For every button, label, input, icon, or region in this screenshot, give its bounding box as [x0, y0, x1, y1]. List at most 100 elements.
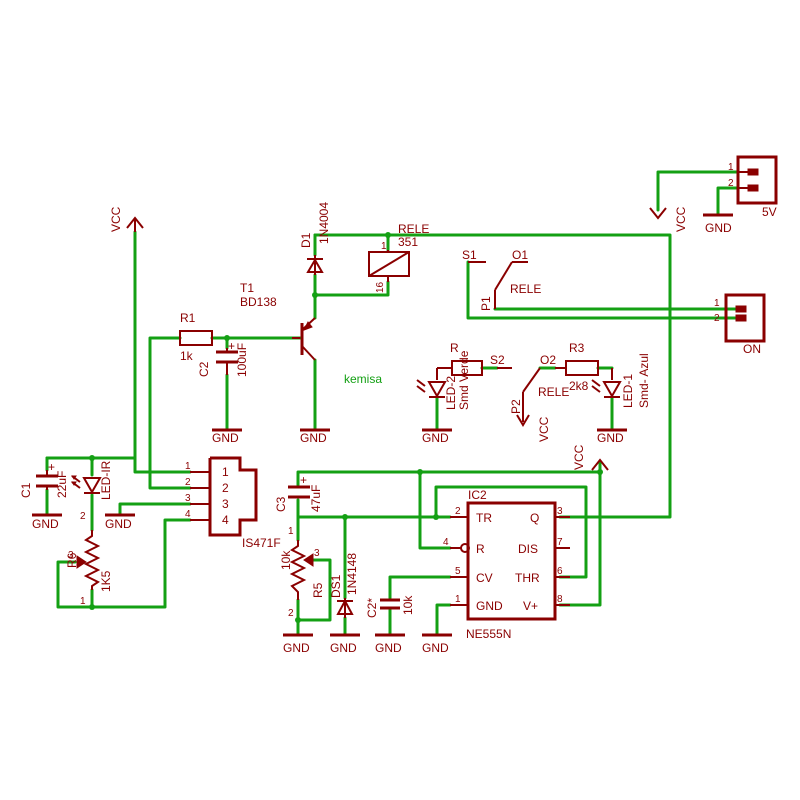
r1-label: R1: [180, 311, 196, 325]
is471-pin3: 3: [185, 493, 191, 504]
r-led2-label: R: [450, 341, 459, 355]
pin-r: R: [476, 542, 485, 556]
junctions: [89, 232, 603, 623]
wire-r6-ic-pin4: [90, 518, 192, 609]
led-ir-pin2: 2: [80, 511, 86, 522]
o2-label: O2: [540, 353, 556, 367]
wire-ic-pin3-gnd: [118, 502, 192, 517]
wire-vcc-top: [313, 233, 672, 519]
pin-q: Q: [530, 511, 539, 525]
junction: [312, 292, 318, 298]
r6-label: R6: [65, 552, 79, 568]
rele-contact-label: RELE: [510, 282, 541, 296]
junction: [224, 335, 230, 341]
d1-value: 1N4004: [317, 202, 331, 244]
wire-on-pin2: [466, 260, 740, 320]
wire-5v-pin1: [656, 170, 740, 212]
led2-label: LED-2: [444, 376, 458, 410]
c3-value: 47uF: [309, 485, 323, 512]
led1-value: Smd- Azul: [637, 353, 651, 408]
rele-pin16: 16: [375, 281, 386, 293]
r5-pin3: 3: [314, 548, 320, 559]
conn-on-label: ON: [743, 342, 761, 356]
wire-5v-pin2: [716, 186, 740, 217]
led-2: [416, 368, 447, 399]
vcc-label-555: VCC: [572, 444, 586, 470]
vcc-arrow-555: [591, 458, 609, 471]
wire-vcc-left: [133, 230, 192, 474]
c2-value: 100uF: [235, 343, 249, 377]
c3-label: C3: [274, 496, 288, 512]
wire-r6-wiper: [56, 560, 94, 609]
t1-value: BD138: [240, 295, 277, 309]
r3-value: 2k8: [569, 379, 589, 393]
relay-coil-slash: [368, 251, 410, 277]
vcc-arrow-left: [126, 216, 144, 232]
s1-label: S1: [462, 248, 477, 262]
relay-contact-1: [468, 261, 528, 309]
t1-label: T1: [240, 281, 254, 295]
gnd-5v: GND: [705, 221, 732, 235]
potentiometer-r5: [289, 540, 314, 600]
gnd-r5: GND: [283, 641, 310, 655]
r1-value: 1k: [180, 349, 194, 363]
o1-label: O1: [512, 248, 528, 262]
junction: [597, 469, 603, 475]
ic-is471f: [190, 456, 258, 537]
junction: [417, 469, 423, 475]
rele-pin1: 1: [381, 241, 387, 252]
pin-vplus: V+: [523, 599, 538, 613]
is471-inner-2: 2: [222, 481, 229, 495]
junction: [385, 232, 391, 238]
rele-value: 351: [398, 235, 418, 249]
gnd-ds1: GND: [330, 641, 357, 655]
led-ir-label: LED-IR: [99, 460, 113, 500]
pin-cv: CV: [476, 571, 493, 585]
diode-d1: [306, 255, 324, 275]
is471-pin4: 4: [185, 509, 191, 520]
pin-thr: THR: [515, 571, 540, 585]
vcc-label-p2: VCC: [537, 416, 551, 442]
connector-5v: [736, 155, 778, 205]
conn-5v-pin1: 1: [728, 162, 734, 173]
r3-label: R3: [569, 341, 585, 355]
junction: [433, 514, 439, 520]
gnd-c1: GND: [32, 517, 59, 531]
is471-pin2: 2: [185, 477, 191, 488]
r5-value: 10k: [279, 550, 293, 570]
ds1-label: DS1: [329, 574, 343, 598]
conn-on-pin1: 1: [714, 298, 720, 309]
is471-inner-3: 3: [222, 497, 229, 511]
c2-plus: +: [228, 339, 235, 353]
r6-value: 1K5: [99, 570, 113, 592]
ne555-pin6: 6: [557, 566, 563, 577]
wire-r5-wiper: [296, 558, 332, 622]
led2-value: Smd Verde: [457, 350, 471, 410]
rele-contact2-label: RELE: [538, 385, 569, 399]
wire-thr-loop: [434, 485, 588, 579]
led-ir: [71, 475, 102, 495]
c1-label: C1: [19, 482, 33, 498]
pin-tr: TR: [476, 511, 492, 525]
rele-label: RELE: [398, 222, 429, 236]
ne555-label: NE555N: [466, 627, 511, 641]
conn-on-pin2: 2: [714, 313, 720, 324]
ne555-pin5: 5: [455, 566, 461, 577]
kemisa-label: kemisa: [344, 372, 382, 386]
led1-label: LED-1: [621, 374, 635, 408]
pin-dis: DIS: [518, 542, 538, 556]
wire-555-gnd: [435, 603, 452, 637]
is471-inner-4: 4: [222, 513, 229, 527]
labels: VCC D1 1N4004 RELE 351 1 16 T1 BD138 R1 …: [19, 162, 777, 655]
ne555-pin1: 1: [455, 594, 461, 605]
ne555-pin3: 3: [557, 506, 563, 517]
d1-label: D1: [299, 232, 313, 248]
ne555-pin2: 2: [455, 506, 461, 517]
c2star-label: C2*: [365, 598, 379, 618]
wire-reset: [418, 470, 452, 550]
junction: [89, 604, 95, 610]
junction: [342, 514, 348, 520]
r5-label: R5: [311, 582, 325, 598]
connector-on: [724, 293, 766, 343]
